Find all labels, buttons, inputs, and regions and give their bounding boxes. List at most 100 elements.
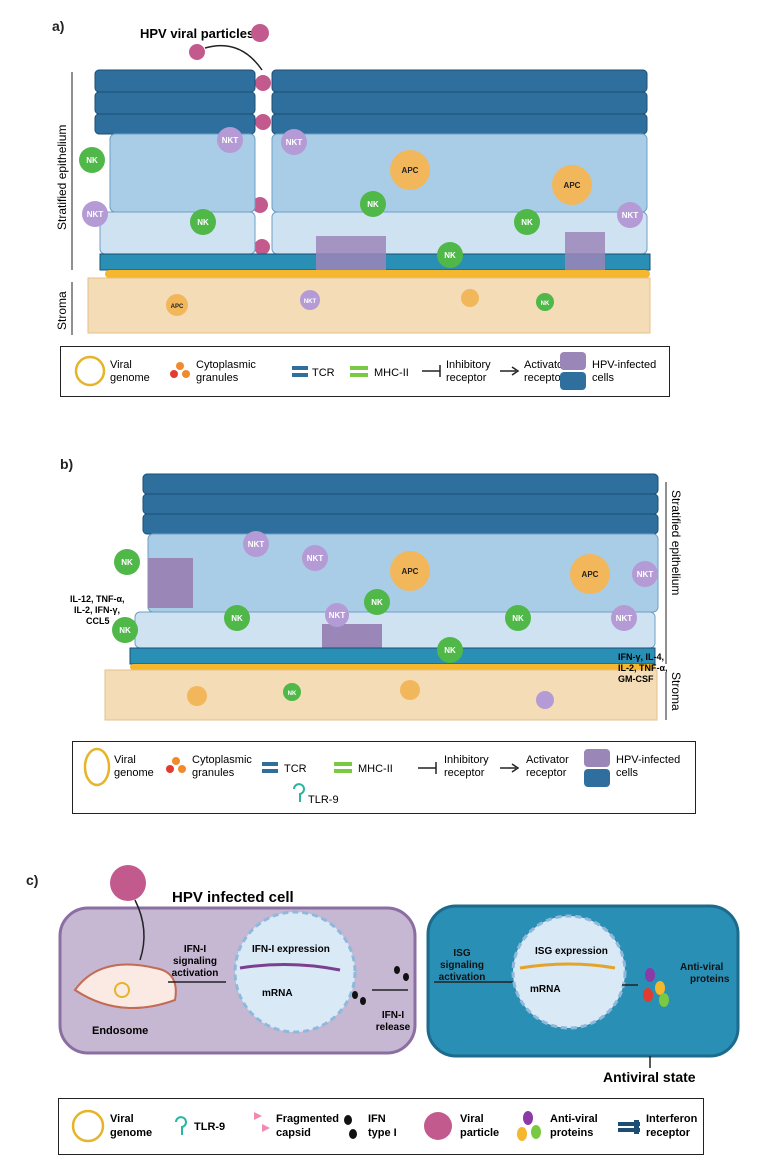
svg-text:NKT: NKT: [616, 614, 633, 623]
svg-text:NK: NK: [288, 691, 297, 697]
fragmented-capsid-icon: [254, 1112, 270, 1132]
ifn-signaling-label: IFN-I signaling activation: [172, 944, 219, 979]
svg-text:activation: activation: [172, 968, 219, 979]
svg-text:NKT: NKT: [622, 211, 639, 220]
svg-text:APC: APC: [171, 304, 184, 310]
tlr9-icon: [175, 1116, 187, 1135]
svg-text:Viral: Viral: [114, 754, 136, 766]
svg-text:granules: granules: [192, 767, 235, 779]
svg-text:Viral: Viral: [460, 1113, 484, 1125]
svg-text:Anti-viral: Anti-viral: [550, 1113, 598, 1125]
svg-text:IL-2, IFN-γ,: IL-2, IFN-γ,: [74, 605, 120, 615]
svg-text:IFN-I: IFN-I: [382, 1010, 404, 1021]
svg-text:NK: NK: [521, 218, 533, 227]
mrna-left-label: mRNA: [262, 988, 293, 999]
legend-a-activator-2: receptor: [524, 372, 565, 384]
svg-text:NKT: NKT: [87, 210, 104, 219]
nk-cell: NK: [437, 637, 463, 663]
svg-text:NK: NK: [119, 626, 131, 635]
infected-cells-b: [148, 558, 193, 608]
apc-cell: APC: [390, 551, 430, 591]
epithelium-top-layer-right: [271, 69, 648, 135]
nkt-cell: NKT: [611, 605, 637, 631]
svg-text:receptor: receptor: [526, 767, 567, 779]
svg-text:IFN: IFN: [368, 1113, 386, 1125]
svg-text:NK: NK: [371, 598, 383, 607]
svg-text:NK: NK: [231, 614, 243, 623]
tcr-icon: [292, 366, 308, 377]
basal-layer-b: [129, 647, 656, 665]
svg-text:NK: NK: [444, 251, 456, 260]
endosome: [73, 963, 177, 1009]
side-label-stroma-a: Stroma: [55, 291, 69, 330]
viral-genome-icon: [114, 982, 130, 998]
legend-a-granules-1: Cytoplasmic: [196, 359, 256, 371]
svg-text:Inhibitory: Inhibitory: [444, 754, 489, 766]
legend-a-infected-2: cells: [592, 372, 615, 384]
svg-text:proteins: proteins: [550, 1127, 593, 1139]
svg-text:CCL5: CCL5: [86, 616, 110, 626]
svg-text:APC: APC: [582, 570, 599, 579]
antiviral-state-label: Antiviral state: [603, 1069, 696, 1085]
apc-cell: [400, 680, 420, 700]
viral-genome-icon: [71, 1109, 105, 1143]
svg-text:signaling: signaling: [173, 956, 217, 967]
panel-c-letter: c): [26, 872, 39, 888]
activator-icon: [500, 763, 520, 773]
nkt-cell: NKT: [325, 603, 349, 627]
infected-cells-a: [316, 236, 386, 270]
svg-text:ISG: ISG: [453, 948, 470, 959]
legend-a-mhc: MHC-II: [374, 367, 409, 379]
granules-icon: [166, 757, 186, 773]
infected-cell-icon: [560, 352, 586, 390]
svg-text:cells: cells: [616, 767, 639, 779]
svg-text:NKT: NKT: [307, 554, 324, 563]
legend-b: Viral genome Cytoplasmic granules TCR TL…: [72, 741, 696, 814]
isg-signaling-label: ISG signaling activation: [439, 948, 486, 983]
svg-text:type I: type I: [368, 1127, 397, 1139]
svg-text:receptor: receptor: [646, 1127, 691, 1139]
svg-text:proteins: proteins: [690, 974, 730, 985]
svg-text:APC: APC: [402, 166, 419, 175]
ifn-icon: [344, 1115, 357, 1139]
svg-text:particle: particle: [460, 1127, 499, 1139]
mrna-right-label: mRNA: [530, 984, 561, 995]
epithelium-top-layer-left: [94, 69, 256, 135]
svg-text:release: release: [376, 1022, 411, 1033]
svg-text:Viral: Viral: [110, 1113, 134, 1125]
side-label-stroma-b: Stroma: [669, 672, 683, 711]
svg-text:IFN-γ, IL-4,: IFN-γ, IL-4,: [618, 652, 664, 662]
svg-text:NK: NK: [367, 200, 379, 209]
cytokines-left: IL-12, TNF-α, IL-2, IFN-γ, CCL5: [70, 594, 125, 626]
nk-cell: NK: [364, 589, 390, 615]
svg-text:NKT: NKT: [329, 611, 346, 620]
viral-particle-icon: [110, 865, 146, 901]
nucleus-left: [233, 910, 357, 1034]
viral-particle-icon: [189, 24, 271, 255]
svg-text:NKT: NKT: [304, 299, 317, 305]
interferon-receptor-icon: [618, 1120, 640, 1134]
nk-cell: NK: [505, 605, 531, 631]
legend-c: Viral genome TLR-9 Fragmented capsid IFN…: [58, 1098, 704, 1155]
side-label-epithelium-b: Stratified epithelium: [669, 490, 683, 595]
endosome-label: Endosome: [92, 1025, 148, 1037]
svg-text:genome: genome: [114, 767, 154, 779]
svg-text:NKT: NKT: [286, 138, 303, 147]
svg-text:genome: genome: [110, 1127, 152, 1139]
svg-text:IL-2, TNF-α,: IL-2, TNF-α,: [618, 663, 668, 673]
svg-text:signaling: signaling: [440, 960, 484, 971]
svg-text:GM-CSF: GM-CSF: [618, 674, 654, 684]
nucleus-right: [511, 914, 627, 1030]
antiviral-proteins-icon: [643, 968, 669, 1007]
nk-cell: NK: [112, 617, 138, 643]
svg-text:HPV-infected: HPV-infected: [616, 754, 680, 766]
svg-text:Cytoplasmic: Cytoplasmic: [192, 754, 252, 766]
svg-text:IL-12, TNF-α,: IL-12, TNF-α,: [70, 594, 125, 604]
viral-genome-icon: [83, 747, 111, 787]
infected-cell-icon: [584, 749, 610, 787]
inhibitory-icon: [422, 365, 441, 377]
epithelium-top-layer-b: [142, 473, 659, 535]
antiviral-proteins-label: Anti-viral proteins: [680, 962, 730, 985]
basement-membrane-a: [105, 270, 650, 278]
svg-text:TLR-9: TLR-9: [308, 794, 339, 806]
